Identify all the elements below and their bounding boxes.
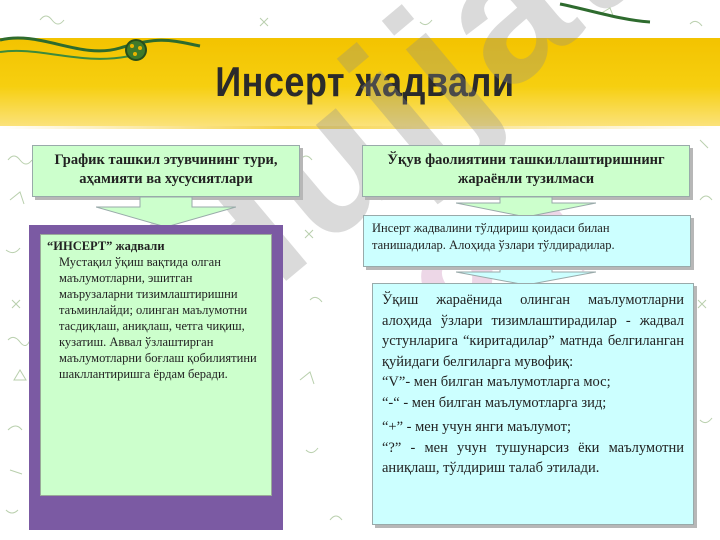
title-divider [0,126,720,129]
down-arrow-icon [96,197,236,227]
main-intro: Ўқиш жараёнида олинган маълумотларни ало… [382,292,684,370]
mark-v-item: “V”- мен билган маълумотларга мос; [382,374,611,390]
mark-minus-item: “-“ - мен билган маълумотларга зид; [382,394,607,411]
vine-decoration-icon [0,2,651,61]
left-panel-lead: “ИНСЕРТ” жадвали [47,239,165,253]
right-header-text: Ўқув фаолиятини ташкиллаштиришнинг жараё… [387,152,665,187]
down-arrow-icon [456,267,596,285]
main-panel: Ўқиш жараёнида олинган маълумотларни ало… [372,283,694,525]
left-header-box: График ташкил этувчининг тури, аҳамияти … [32,145,300,197]
page-title: Инсерт жадвали [215,58,515,105]
rule-text: Инсерт жадвалини тўлдириш қоидаси билан … [372,221,615,252]
title-banner [0,38,720,126]
right-header-box: Ўқув фаолиятини ташкиллаштиришнинг жараё… [362,145,690,197]
mark-plus-item: “+” - мен учун янги маълумот; [382,419,571,435]
rule-box: Инсерт жадвалини тўлдириш қоидаси билан … [363,215,691,267]
left-panel-body: Мустақил ўқиш вақтида олган маълумотларн… [59,255,257,381]
left-header-text: График ташкил этувчининг тури, аҳамияти … [54,152,278,187]
down-arrow-icon [456,197,596,217]
left-panel: “ИНСЕРТ” жадвали Мустақил ўқиш вақтида о… [40,234,272,496]
mark-question-item: “?” - мен учун тушунарсиз ёки маълумотни… [382,439,684,477]
